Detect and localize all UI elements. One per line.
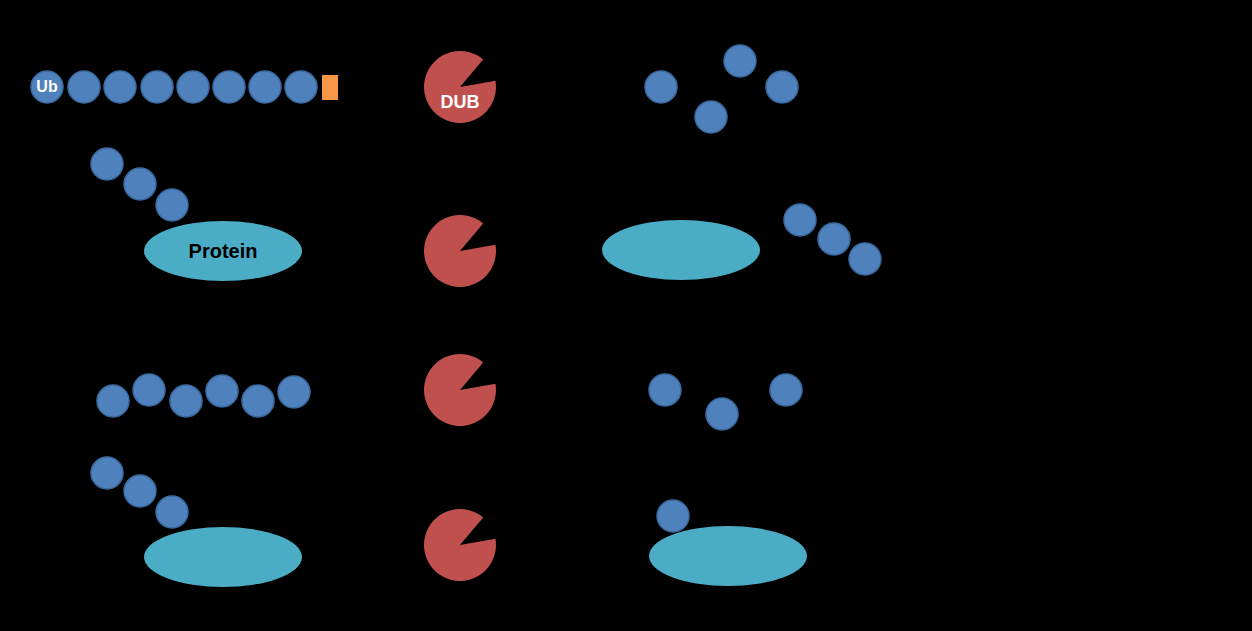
node-label: Protein xyxy=(189,240,258,263)
dub-enzymes xyxy=(424,215,496,581)
protein-ellipse: Protein xyxy=(144,221,302,281)
ubiquitin-circles xyxy=(68,45,881,532)
dub-enzyme: DUB xyxy=(424,51,496,123)
node-label: Ub xyxy=(36,78,57,96)
tag-rectangle xyxy=(322,75,338,100)
node-label: DUB xyxy=(441,92,480,113)
ubiquitin-circle: Ub xyxy=(31,71,63,103)
